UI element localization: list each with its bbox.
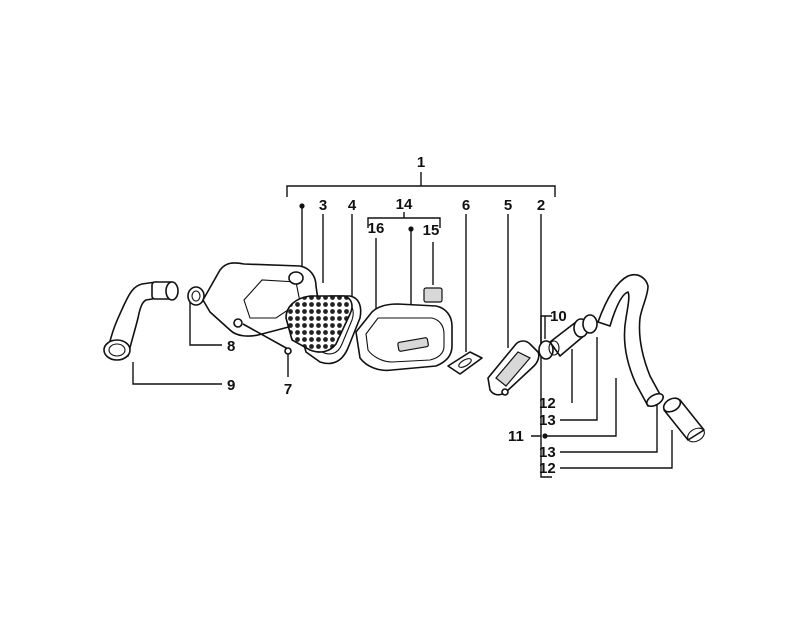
leader-item-13-top <box>560 337 598 421</box>
dot-marker <box>542 433 548 439</box>
callout-10: 10 <box>550 308 567 325</box>
part-filter-cover <box>355 303 453 372</box>
callout-6: 6 <box>462 197 470 214</box>
part-small-gasket <box>447 351 483 375</box>
dot-marker <box>299 203 305 209</box>
callout-labels: 1 2 3 4 5 6 7 8 9 10 11 12 13 13 12 14 1… <box>227 154 567 477</box>
leader-item-8 <box>189 302 222 346</box>
callout-13-top: 13 <box>539 412 556 429</box>
part-reed-valve <box>487 340 540 396</box>
leader-item-11-dot <box>546 378 617 437</box>
callout-12-bottom: 12 <box>539 460 556 477</box>
callout-3: 3 <box>319 197 327 214</box>
callout-9: 9 <box>227 377 235 394</box>
leader-item-13-bottom <box>560 405 658 453</box>
callout-14: 14 <box>396 196 413 213</box>
leader-lines <box>132 172 673 478</box>
bracket-item-11 <box>531 315 552 478</box>
part-hose-coupling <box>662 397 705 443</box>
part-filter-element <box>285 295 353 353</box>
callout-1: 1 <box>417 154 425 171</box>
part-screw <box>242 323 292 355</box>
bracket-item-14 <box>367 212 441 228</box>
callout-8: 8 <box>227 338 235 355</box>
callout-16: 16 <box>368 220 385 237</box>
callout-12-top: 12 <box>539 395 556 412</box>
callout-11: 11 <box>508 428 524 445</box>
leader-item-12-bottom <box>560 430 673 469</box>
dot-marker <box>408 226 414 232</box>
callout-13-bottom: 13 <box>539 444 556 461</box>
bracket-item-1 <box>286 172 556 197</box>
part-clip <box>423 287 443 303</box>
part-union-pipe <box>538 314 598 360</box>
part-inlet-hose <box>103 281 179 361</box>
callout-2: 2 <box>537 197 545 214</box>
callout-5: 5 <box>504 197 512 214</box>
callout-15: 15 <box>423 222 440 239</box>
leader-item-9 <box>132 362 222 385</box>
reference-dots <box>299 203 548 439</box>
callout-7: 7 <box>284 381 292 398</box>
callout-4: 4 <box>348 197 357 214</box>
part-cooling-hose <box>597 273 664 408</box>
part-clamp-ring <box>187 286 205 306</box>
